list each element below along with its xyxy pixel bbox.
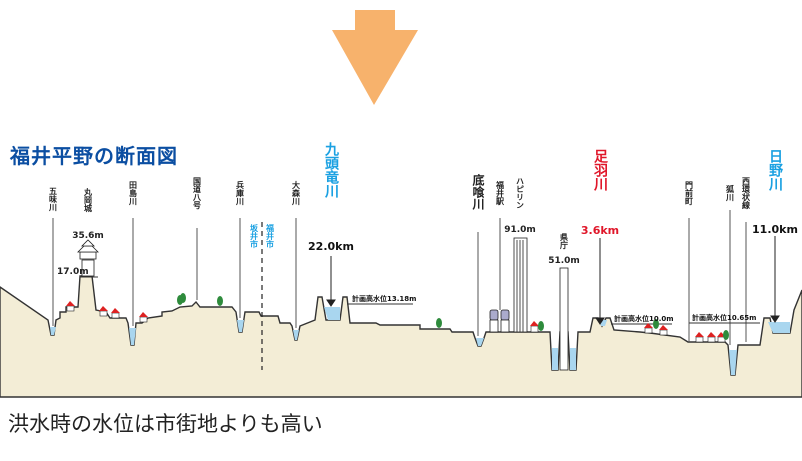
label-hino-distance: 11.0km [752,223,798,236]
label-maruoka: 丸岡城 [83,187,93,213]
water-tajima [129,328,136,345]
house-icon [111,308,120,319]
water-kuzuryu [324,307,340,320]
label-nishi-kanjo: 西環状線 [741,177,751,210]
label-hyogo: 兵庫川 [236,180,245,206]
house-icon [139,312,148,323]
label-sakai-city: 坂井市 [249,223,259,249]
label-tajima: 田島川 [129,181,138,206]
figure-caption: 洪水時の水位は市街地よりも高い [8,412,323,436]
house-icon [66,301,75,312]
house-icon [695,332,704,343]
house-icon [644,323,653,334]
tree-icon [723,330,729,340]
figure-title: 福井平野の断面図 [10,144,178,168]
water-kitsune [729,350,737,375]
label-happiring-height: 91.0m [504,225,536,235]
water-hino [768,322,790,333]
house-icon [707,332,716,343]
label-route8: 国道八号 [192,176,202,210]
label-kuzuryu-distance: 22.0km [308,240,354,253]
label-asuwa-distance: 3.6km [581,224,619,237]
label-hino: 日野川 [767,149,784,191]
label-happiring: ハピリン [516,177,525,209]
ground-profile [0,275,802,398]
label-omori: 大森川 [291,180,301,206]
tree-icon [217,296,223,306]
water-hyogo [237,320,244,332]
label-gomi: 五味川 [49,187,58,212]
label-fukui-city: 福井市 [266,223,275,249]
trees [177,293,729,340]
water-pref-left [552,348,558,370]
house-icon [99,306,108,317]
water-omori [293,330,299,340]
houses [66,301,726,343]
tree-icon [653,319,659,329]
water-gomi [50,327,56,335]
label-prefecture-height: 51.0m [548,256,580,266]
label-kitsune: 狐川 [726,184,735,202]
label-maruoka-height: 35.6m [72,231,104,241]
label-monzen: 門前町 [685,181,694,206]
house-icon [659,325,668,336]
label-sokurai: 底喰川 [471,173,485,210]
maruoka-castle-icon [77,239,99,277]
label-hino-flood: 計画高水位10.65m [692,313,756,322]
label-maruoka-base: 17.0m [57,267,89,277]
down-arrow-icon [332,10,418,105]
label-fukui-station: 福井駅 [495,180,505,206]
house-icon [530,321,539,333]
arrow-asuwa-icon [595,317,605,325]
arrow-kuzuryu-icon [326,299,336,307]
train-icon [489,309,510,333]
arrow-hino-icon [770,315,780,323]
prefectural-office-icon [559,267,569,371]
tree-icon [180,293,186,303]
label-prefecture: 県庁 [560,232,569,250]
tree-icon [538,321,544,331]
water-pref-right [570,348,576,370]
tree-icon [436,318,442,328]
label-kuzuryu-flood: 計画高水位13.18m [352,294,416,303]
label-asuwa: 足羽川 [592,149,609,191]
water-sokurai [476,338,484,346]
happiring-tower-icon [513,237,528,333]
label-asuwa-flood: 計画高水位10.0m [614,314,674,323]
label-kuzuryu: 九頭竜川 [323,142,340,198]
water-bodies [50,307,790,375]
